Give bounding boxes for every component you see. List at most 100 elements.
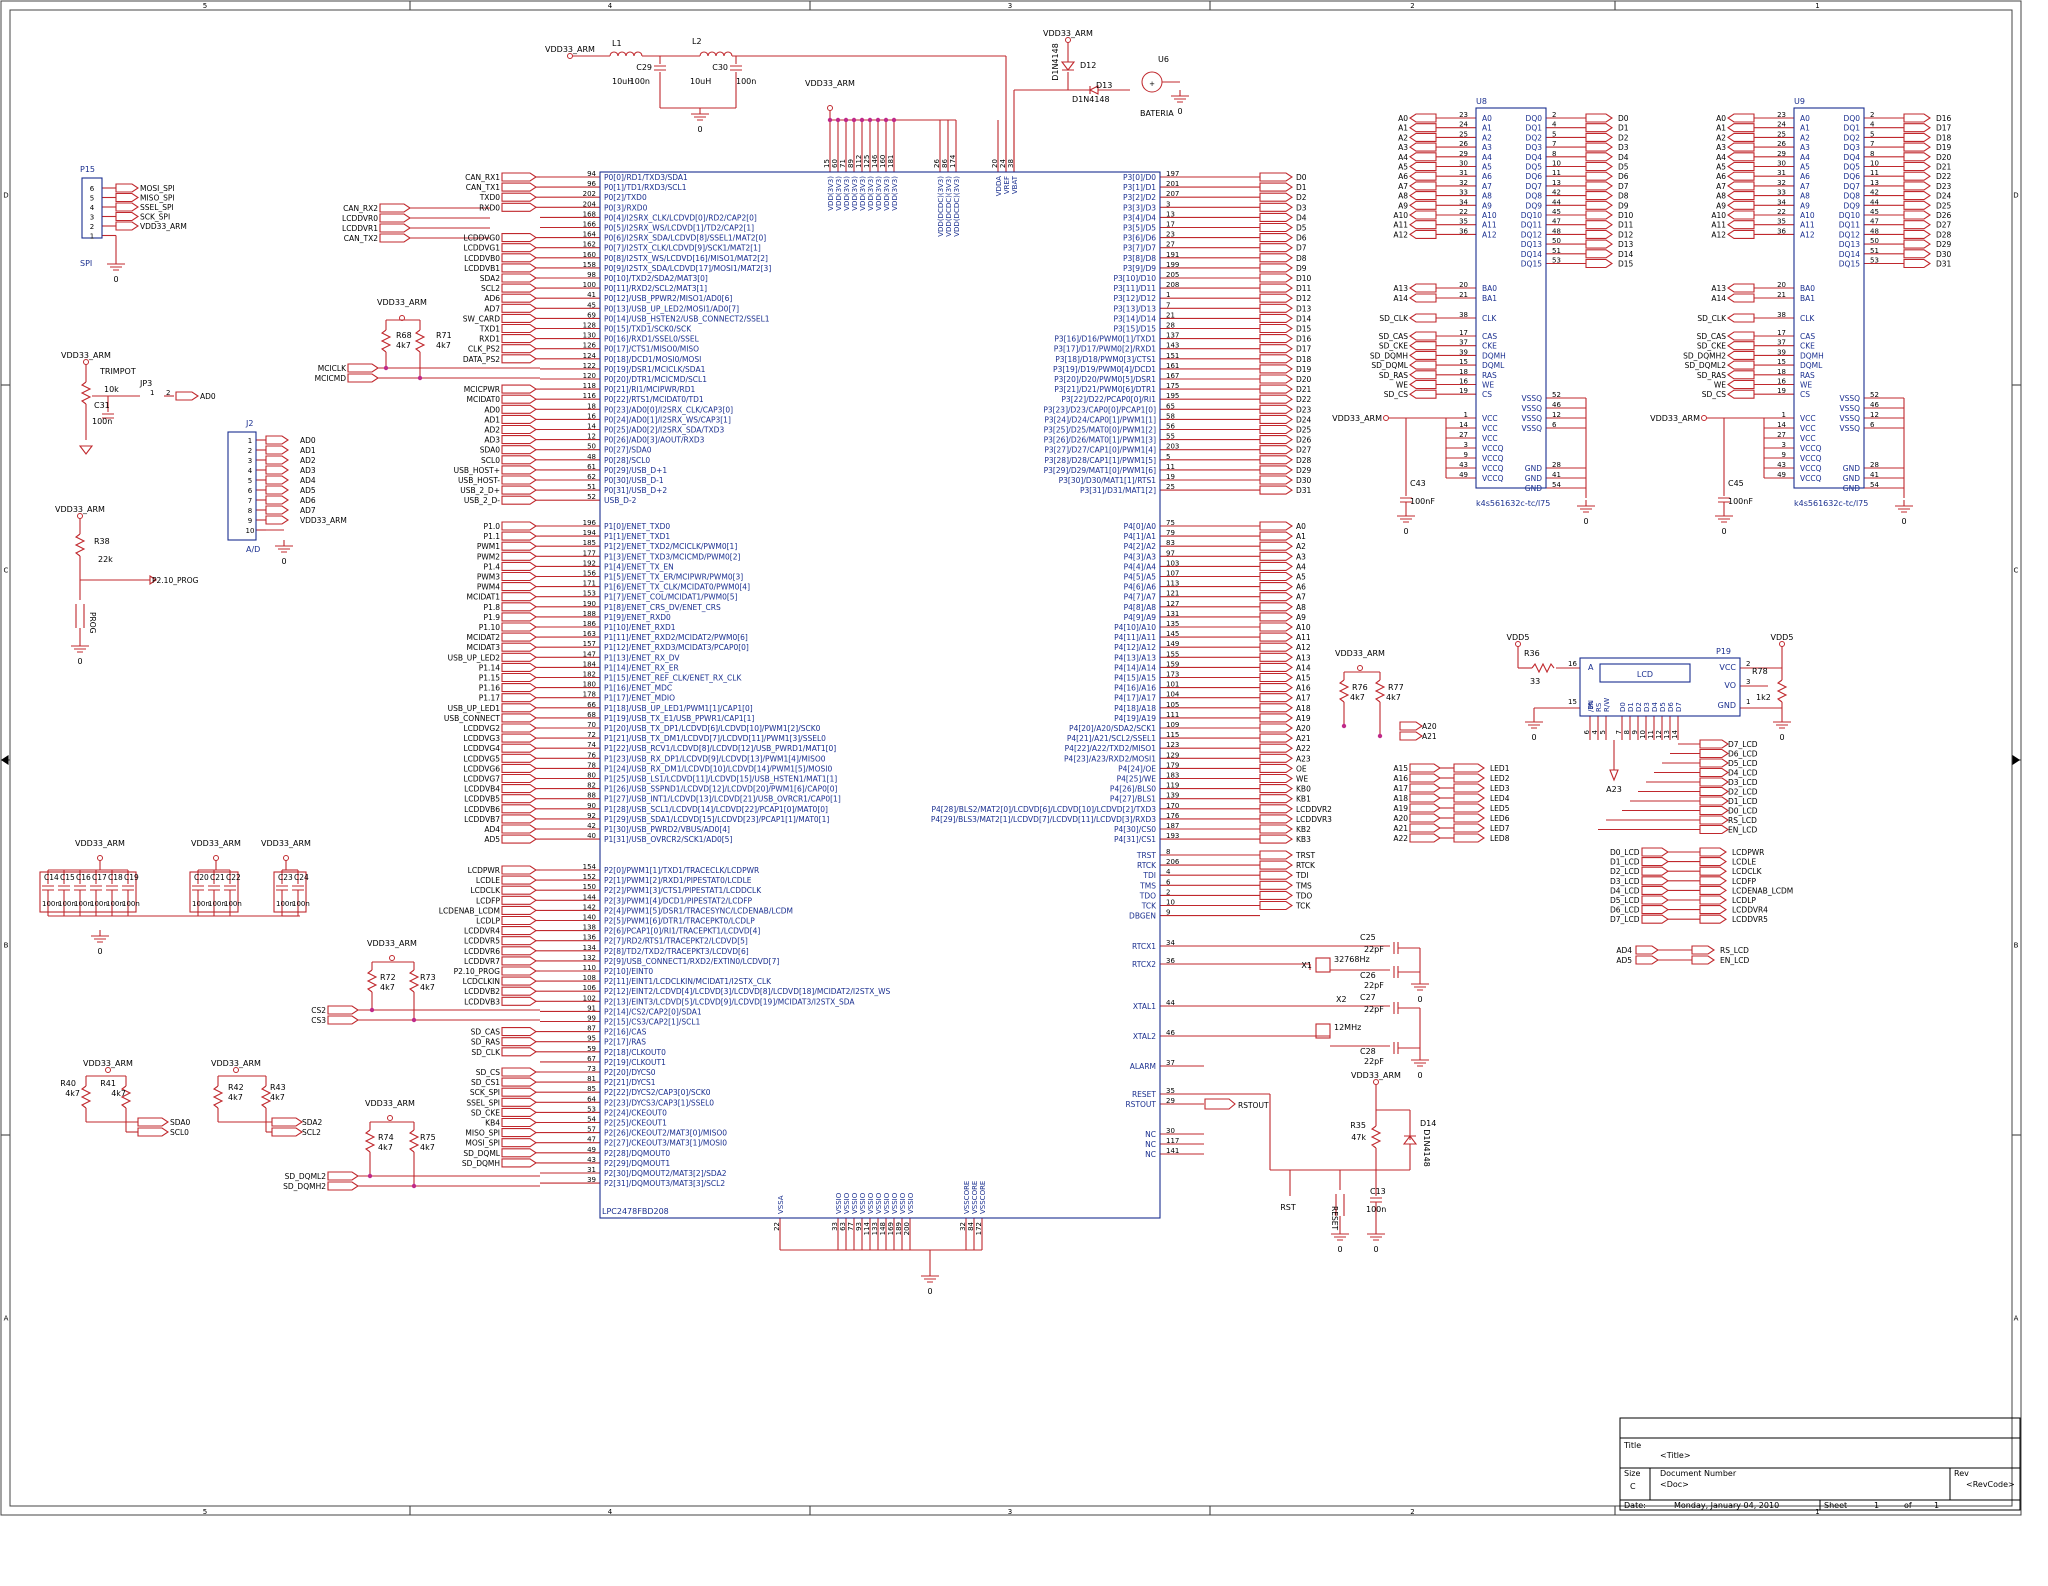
mcu-left-pin-number: 150 (583, 883, 596, 891)
net-flag (1409, 171, 1437, 181)
capacitor-symbol (1393, 1002, 1399, 1014)
lcd-net-label: D4_LCD (1728, 769, 1758, 778)
sdram-u9-net-label: A11 (1711, 221, 1726, 230)
mcu-right-net-label: A3 (1296, 552, 1306, 561)
r43-value: 4k7 (270, 1093, 285, 1102)
sdram-u8-net-label: SD_DQML (1371, 361, 1408, 370)
cap-bank-value: 100n (90, 900, 108, 908)
ground-symbol (1411, 1059, 1429, 1067)
lcd-signal-name: D6 (1667, 702, 1675, 712)
lcd-map-left: D1_LCD (1610, 858, 1640, 867)
mcu-left-pin-number: 96 (587, 180, 596, 188)
c28-value: 22pF (1364, 1057, 1384, 1066)
net-flag (501, 445, 537, 455)
net-flag (1259, 313, 1293, 323)
mcu-misc-pin-name: XTAL1 (1133, 1002, 1156, 1011)
net-flag (1259, 283, 1293, 293)
mcu-left-pin-name: P1[1]/ENET_TXD1 (604, 532, 670, 541)
sdram-u8-vssq-number: 6 (1552, 421, 1557, 429)
mcu-left-pin-number: 110 (583, 964, 596, 972)
mcu-left-net-label: PWM3 (477, 573, 500, 582)
mcu-left-pin-name: P0[27]/SDA0 (604, 446, 652, 455)
net-flag (501, 875, 537, 885)
net-flag (1699, 866, 1727, 876)
mcu-left-pin-number: 73 (587, 1065, 596, 1073)
sdram-u8-pin-number: 37 (1459, 339, 1468, 347)
sdram-u8-body (1475, 107, 1547, 489)
sdram-u8-net-label: A6 (1398, 172, 1408, 181)
cap-bank-label: C19 (124, 873, 139, 882)
lcd-signal-name: R/W (1603, 698, 1611, 712)
cap-bank-label: C21 (210, 873, 225, 882)
crystal-x2 (1315, 1023, 1331, 1039)
sdram-u9-pin-number: 35 (1777, 218, 1786, 226)
mcu-left-net-label: P1.10 (479, 623, 500, 632)
mcu-right-pin-name: P4[6]/A6 (1124, 583, 1157, 592)
sdram-u8-net-label: SD_RAS (1379, 371, 1408, 380)
cap-bank-value: 100n (292, 900, 310, 908)
mcu-left-pin-number: 164 (583, 231, 597, 239)
net-flag (327, 1015, 359, 1025)
net-flag (1699, 847, 1727, 857)
power-port (97, 855, 103, 861)
mcu-right-pin-number: 19 (1166, 473, 1175, 481)
mcu-right-pin-number: 5 (1166, 453, 1170, 461)
ground-symbol (1525, 721, 1543, 729)
net-flag (1699, 777, 1729, 787)
mcu-left-net-label: SD_RAS (471, 1038, 500, 1047)
led-left-net: A18 (1393, 794, 1408, 803)
mcu-left-pin-name: P0[23]/AD0[0]/I2SRX_CLK/CAP3[0] (604, 405, 733, 414)
cap-bank-label: C14 (44, 873, 59, 882)
mcu-bottom-pin-name: VSSIO (867, 1192, 875, 1214)
r73-value: 4k7 (420, 983, 435, 992)
power-label: VDD33_ARM (55, 505, 105, 514)
sdram-u8-dq-name: DQ1 (1526, 124, 1543, 133)
reset-button (1335, 1194, 1345, 1216)
sdram-u9-pin-number: 31 (1777, 169, 1786, 177)
sdram-u9-dq-name: DQ11 (1839, 221, 1860, 230)
resistor-symbol (364, 1129, 376, 1153)
mcu-left-pin-number: 99 (587, 1015, 596, 1023)
mcu-left-net-label: LCDDVG5 (463, 754, 500, 763)
capacitor-symbol (1393, 966, 1399, 978)
mcu-top-pin-name: VDDA (995, 176, 1003, 196)
sdram-u9-pin-number: 20 (1777, 281, 1786, 289)
net-flag (1409, 200, 1437, 210)
j2-net-label: AD4 (300, 476, 316, 485)
ground-symbol (1397, 515, 1415, 523)
border-column-number: 3 (1008, 2, 1012, 10)
sdram-u8-pin-name: A0 (1482, 114, 1492, 123)
mcu-bottom-pin-name: VSSIO (875, 1192, 883, 1214)
capacitor-symbol (1400, 497, 1412, 503)
mcu-left-pin-number: 162 (583, 241, 596, 249)
sdram-u9-pin-number: 16 (1777, 378, 1786, 386)
mcu-left-pin-number: 62 (587, 473, 596, 481)
p15-pin-number: 4 (90, 204, 95, 212)
net-flag (501, 885, 537, 895)
net-flag (1903, 161, 1931, 172)
net-flag (1903, 181, 1931, 191)
mcu-left-pin-number: 120 (583, 372, 596, 380)
mcu-left-net-label: SDA0 (480, 446, 501, 455)
power-port (827, 105, 833, 111)
mcu-right-net-label: LCDDVR2 (1296, 805, 1332, 814)
mcu-right-pin-number: 199 (1166, 261, 1179, 269)
sdram-u9-dq-net: D31 (1936, 260, 1952, 269)
sdram-u8-pin-name: RAS (1482, 371, 1497, 380)
mcu-right-pin-number: 206 (1166, 858, 1180, 866)
sdram-u9-net-label: A8 (1716, 192, 1726, 201)
lcd-net-label: D3_LCD (1728, 778, 1758, 787)
mcu-body (599, 171, 1161, 1219)
sdram-u9-vssq-number: 46 (1870, 401, 1879, 409)
mcu-right-net-label: A7 (1296, 593, 1306, 602)
net-flag (1727, 220, 1755, 230)
sdram-u9-part: k4s561632c-tc/l75 (1794, 499, 1868, 508)
mcu-right-pin-number: 101 (1166, 681, 1179, 689)
sheet-number: 1 (1874, 1501, 1879, 1510)
p15-net-label: MOSI_SPI (140, 184, 175, 193)
net-flag (1903, 152, 1931, 162)
sdram-u9-dq-number: 44 (1870, 198, 1879, 206)
sdram-u8-pin-name: BA0 (1482, 284, 1497, 293)
capacitor-symbol (42, 885, 54, 891)
mcu-misc-pin-number: 36 (1166, 957, 1175, 965)
